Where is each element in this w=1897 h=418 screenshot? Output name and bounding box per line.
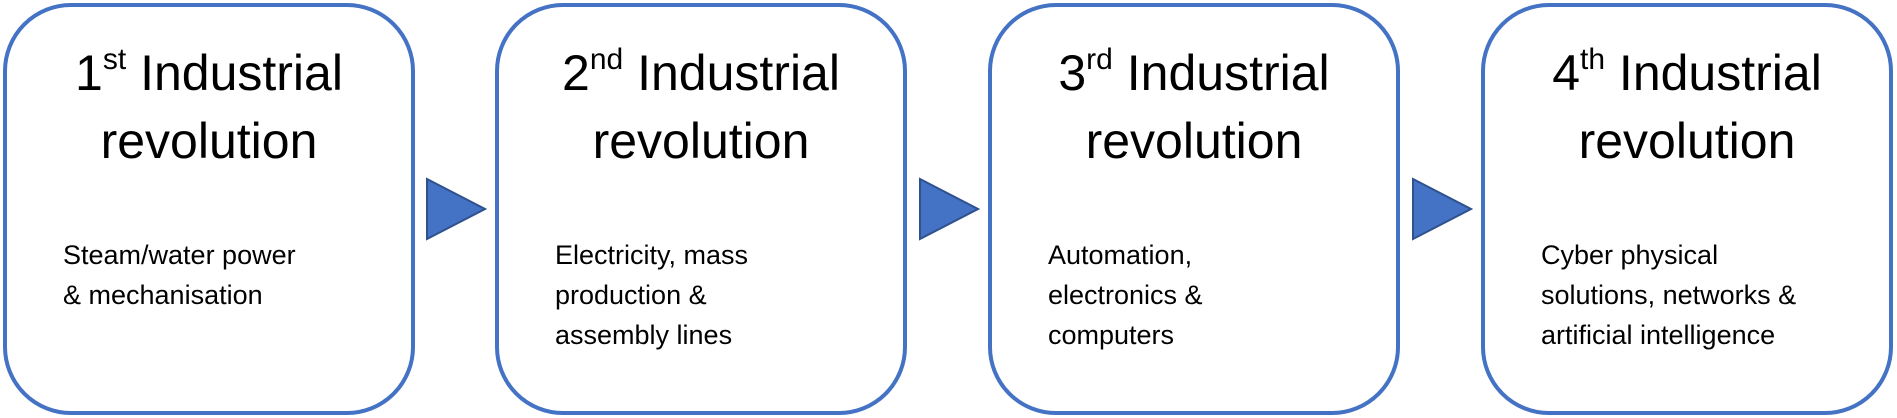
stage-title-2: 2nd Industrial revolution xyxy=(499,39,903,175)
stage-description-2: Electricity, mass production & assembly … xyxy=(555,240,749,350)
stage-title-4: 4th Industrial revolution xyxy=(1485,39,1889,175)
stage-description-4: Cyber physical solutions, networks & art… xyxy=(1541,240,1797,350)
stage-ordinal-suffix: nd xyxy=(589,43,624,77)
stage-box-1: 1st Industrial revolution Steam/water po… xyxy=(3,3,415,415)
stage-title-line1: 3rd Industrial xyxy=(992,39,1396,107)
stage-title-1: 1st Industrial revolution xyxy=(7,39,411,175)
stage-title-line1: 4th Industrial xyxy=(1485,39,1889,107)
stage-title-rest: Industrial xyxy=(623,45,840,101)
stage-ordinal: 3 xyxy=(1058,45,1087,101)
stage-box-2: 2nd Industrial revolution Electricity, m… xyxy=(495,3,907,415)
stage-title-line2: revolution xyxy=(1085,113,1303,169)
triangle-right-arrow-icon xyxy=(919,177,980,241)
stage-title-line2: revolution xyxy=(1578,113,1796,169)
stage-title-line2: revolution xyxy=(592,113,810,169)
stage-ordinal: 1 xyxy=(75,45,103,101)
stage-title-rest: Industrial xyxy=(1605,45,1822,101)
stage-ordinal: 4 xyxy=(1552,45,1580,101)
stage-ordinal-suffix: th xyxy=(1580,43,1606,77)
stage-title-line2: revolution xyxy=(100,113,318,169)
flow-arrow-1 xyxy=(425,177,487,241)
stage-box-3: 3rd Industrial revolution Automation, el… xyxy=(988,3,1400,415)
stage-ordinal: 2 xyxy=(562,45,590,101)
triangle-right-arrow-icon xyxy=(426,177,487,241)
flow-arrow-2 xyxy=(918,177,980,241)
stage-description-1: Steam/water power & mechanisation xyxy=(63,240,296,310)
stage-ordinal-suffix: rd xyxy=(1086,43,1113,77)
stage-ordinal-suffix: st xyxy=(102,43,127,77)
stage-title-rest: Industrial xyxy=(1112,45,1330,101)
stage-box-4: 4th Industrial revolution Cyber physical… xyxy=(1481,3,1893,415)
stage-title-line1: 1st Industrial xyxy=(7,39,411,107)
stage-title-3: 3rd Industrial revolution xyxy=(992,39,1396,175)
triangle-right-arrow-icon xyxy=(1412,177,1473,241)
flow-arrow-3 xyxy=(1411,177,1473,241)
stage-description-3: Automation, electronics & computers xyxy=(1048,240,1203,350)
stage-title-rest: Industrial xyxy=(126,45,343,101)
stage-title-line1: 2nd Industrial xyxy=(499,39,903,107)
